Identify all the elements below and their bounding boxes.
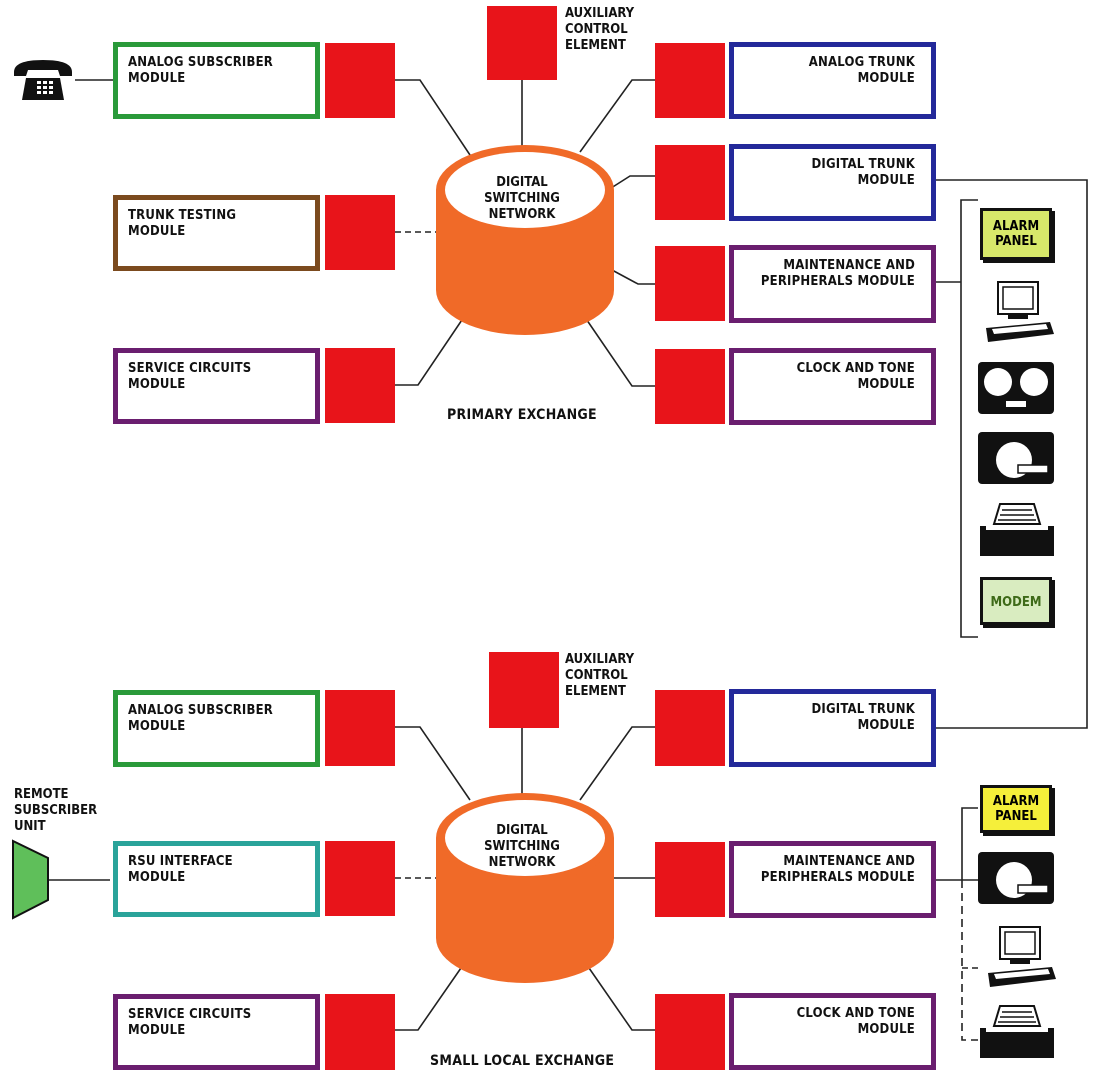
interface-block bbox=[655, 842, 725, 917]
module-label: DIGITAL TRUNK MODULE bbox=[811, 157, 915, 188]
printer-icon bbox=[980, 1005, 1054, 1058]
link-analog-trunk bbox=[579, 79, 655, 153]
module-label: CLOCK AND TONE MODULE bbox=[796, 361, 915, 392]
digital-switching-network-local bbox=[436, 793, 614, 983]
auxiliary-control-block-local bbox=[489, 652, 559, 728]
small-local-exchange-caption: SMALL LOCAL EXCHANGE bbox=[430, 1053, 615, 1069]
digital-switching-network bbox=[436, 145, 614, 335]
module-label: TRUNK TESTING MODULE bbox=[128, 208, 237, 239]
link-clock-tone bbox=[579, 309, 655, 387]
link-clock-tone-local bbox=[579, 954, 655, 1031]
interface-block bbox=[655, 690, 725, 766]
module-label: DIGITAL TRUNK MODULE bbox=[811, 702, 915, 733]
interface-block bbox=[655, 145, 725, 220]
peripheral-bracket bbox=[960, 199, 978, 638]
module-label: CLOCK AND TONE MODULE bbox=[796, 1006, 915, 1037]
auxiliary-control-block bbox=[487, 6, 557, 80]
network-label: DIGITAL SWITCHING NETWORK bbox=[484, 823, 560, 870]
modem-box: MODEM bbox=[980, 577, 1052, 625]
link-digital-trunk bbox=[607, 175, 655, 191]
clock-tone-module: CLOCK AND TONE MODULE bbox=[729, 348, 936, 425]
interface-block bbox=[655, 994, 725, 1070]
module-label: ANALOG TRUNK MODULE bbox=[808, 55, 915, 86]
module-label: ANALOG SUBSCRIBER MODULE bbox=[128, 55, 273, 86]
module-label: MAINTENANCE AND PERIPHERALS MODULE bbox=[760, 258, 915, 289]
service-circuits-module: SERVICE CIRCUITS MODULE bbox=[113, 348, 320, 424]
link-service-circuits-local bbox=[395, 954, 471, 1031]
analog-trunk-module: ANALOG TRUNK MODULE bbox=[729, 42, 936, 119]
computer-terminal-icon bbox=[988, 926, 1056, 987]
local-bracket-top bbox=[961, 807, 978, 880]
interface-block bbox=[325, 690, 395, 766]
primary-exchange-caption: PRIMARY EXCHANGE bbox=[447, 407, 597, 423]
remote-subscriber-unit-label: REMOTE SUBSCRIBER UNIT bbox=[14, 787, 98, 834]
maintenance-peripherals-module-local: MAINTENANCE AND PERIPHERALS MODULE bbox=[729, 841, 936, 918]
inter-exchange-trunk bbox=[935, 179, 1088, 729]
interface-block bbox=[325, 43, 395, 118]
rsu-interface-module: RSU INTERFACE MODULE bbox=[113, 841, 320, 917]
remote-subscriber-unit-icon bbox=[12, 839, 49, 920]
digital-trunk-module-local: DIGITAL TRUNK MODULE bbox=[729, 689, 936, 767]
interface-block bbox=[325, 195, 395, 270]
disk-drive-icon bbox=[978, 852, 1054, 904]
interface-block bbox=[325, 994, 395, 1070]
tape-drive-icon bbox=[978, 362, 1054, 414]
alarm-panel-primary: ALARM PANEL bbox=[980, 208, 1052, 260]
digital-trunk-module: DIGITAL TRUNK MODULE bbox=[729, 144, 936, 221]
analog-subscriber-module-local: ANALOG SUBSCRIBER MODULE bbox=[113, 690, 320, 767]
analog-subscriber-module: ANALOG SUBSCRIBER MODULE bbox=[113, 42, 320, 119]
disk-drive-icon bbox=[978, 432, 1054, 484]
interface-block bbox=[325, 841, 395, 916]
link-analog-subscriber-local bbox=[395, 726, 471, 801]
interface-block bbox=[655, 349, 725, 424]
aux-control-label: AUXILIARY CONTROL ELEMENT bbox=[565, 6, 635, 53]
link-analog-subscriber bbox=[395, 79, 471, 156]
link-service-circuits bbox=[395, 307, 471, 386]
module-label: MAINTENANCE AND PERIPHERALS MODULE bbox=[760, 854, 915, 885]
trunk-testing-module: TRUNK TESTING MODULE bbox=[113, 195, 320, 271]
maintenance-peripherals-module: MAINTENANCE AND PERIPHERALS MODULE bbox=[729, 245, 936, 323]
module-label: ANALOG SUBSCRIBER MODULE bbox=[128, 703, 273, 734]
link-digital-trunk-local bbox=[579, 726, 655, 801]
aux-control-label-local: AUXILIARY CONTROL ELEMENT bbox=[565, 652, 635, 699]
local-bracket-dashed bbox=[961, 880, 978, 1041]
link-maintenance bbox=[611, 269, 655, 285]
service-circuits-module-local: SERVICE CIRCUITS MODULE bbox=[113, 994, 320, 1070]
alarm-panel-local: ALARM PANEL bbox=[980, 785, 1052, 833]
interface-block bbox=[655, 43, 725, 118]
module-label: RSU INTERFACE MODULE bbox=[128, 854, 233, 885]
network-label: DIGITAL SWITCHING NETWORK bbox=[484, 175, 560, 222]
module-label: SERVICE CIRCUITS MODULE bbox=[128, 361, 252, 392]
interface-block bbox=[325, 348, 395, 423]
interface-block bbox=[655, 246, 725, 321]
clock-tone-module-local: CLOCK AND TONE MODULE bbox=[729, 993, 936, 1070]
telephone-icon bbox=[14, 60, 72, 100]
printer-icon bbox=[980, 503, 1054, 556]
module-label: SERVICE CIRCUITS MODULE bbox=[128, 1007, 252, 1038]
computer-terminal-icon bbox=[986, 281, 1054, 342]
